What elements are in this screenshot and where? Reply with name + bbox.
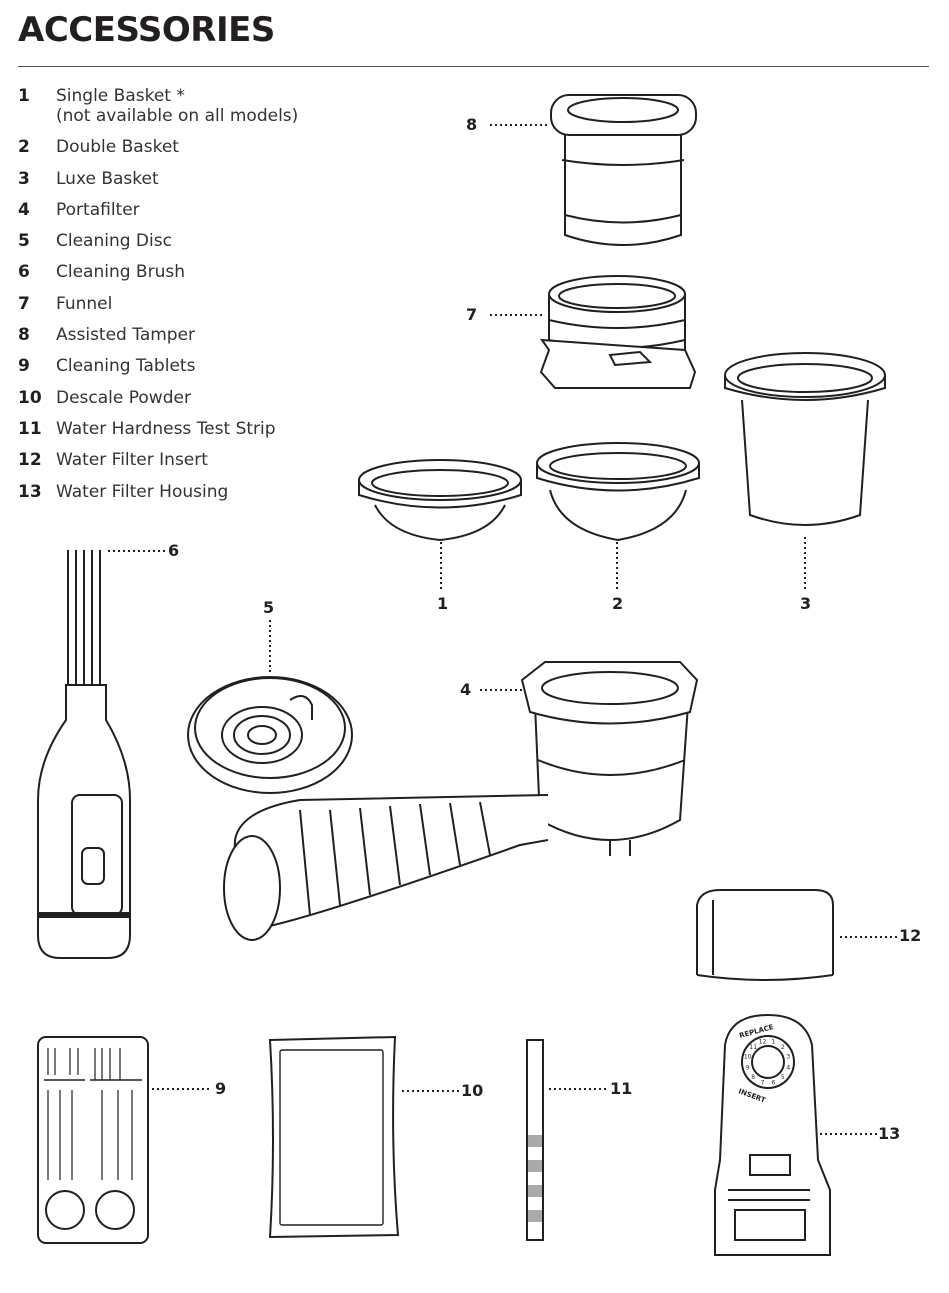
dial-number: 11: [749, 1044, 757, 1051]
item-label: Funnel: [56, 293, 113, 314]
item-label: Water Filter Housing: [56, 481, 229, 502]
list-item: 1 Single Basket *(not available on all mo…: [18, 86, 298, 126]
list-item: 10 Descale Powder: [18, 388, 298, 408]
item-number: 11: [18, 418, 42, 439]
callout-9: 9: [215, 1079, 227, 1098]
item-label: Double Basket: [56, 137, 179, 158]
item-label: Single Basket *: [56, 86, 185, 106]
test-strip-illustration: [527, 1040, 607, 1240]
list-item: 13 Water Filter Housing: [18, 482, 298, 502]
list-item: 8 Assisted Tamper: [18, 325, 298, 345]
item-number: 4: [18, 199, 30, 220]
list-item: 9 Cleaning Tablets: [18, 356, 298, 376]
callout-7: 7: [466, 305, 478, 324]
callout-6: 6: [168, 541, 180, 560]
dial-number: 6: [771, 1079, 775, 1086]
callout-2: 2: [612, 594, 624, 613]
list-item: 5 Cleaning Disc: [18, 231, 298, 251]
list-item: 3 Luxe Basket: [18, 169, 298, 189]
dial-number: 10: [744, 1054, 752, 1061]
callout-12: 12: [899, 926, 922, 945]
luxe-basket-illustration: [725, 353, 885, 590]
callout-5: 5: [263, 598, 275, 617]
callout-1: 1: [437, 594, 449, 613]
page-title: ACCESSORIES: [18, 10, 275, 50]
funnel-illustration: [490, 276, 695, 388]
assisted-tamper-illustration: [490, 95, 696, 245]
cleaning-brush-illustration: [38, 550, 165, 958]
item-number: 6: [18, 262, 30, 283]
dial-number: 3: [786, 1054, 790, 1061]
callout-13: 13: [878, 1124, 901, 1143]
item-number: 2: [18, 137, 30, 158]
list-item: 12 Water Filter Insert: [18, 450, 298, 470]
list-item: 6 Cleaning Brush: [18, 262, 298, 282]
list-item: 2 Double Basket: [18, 137, 298, 157]
dial-number: 2: [781, 1044, 785, 1051]
item-label: Cleaning Brush: [56, 262, 185, 283]
item-number: 8: [18, 325, 30, 346]
item-number: 1: [18, 86, 30, 106]
item-label: Luxe Basket: [56, 168, 159, 189]
list-item: 11 Water Hardness Test Strip: [18, 419, 298, 439]
callout-3: 3: [800, 594, 812, 613]
list-item: 4 Portafilter: [18, 200, 298, 220]
item-number: 9: [18, 356, 30, 377]
item-label: Portafilter: [56, 199, 140, 220]
item-number: 5: [18, 231, 30, 252]
callout-11: 11: [610, 1079, 633, 1098]
item-note: (not available on all models): [56, 106, 299, 126]
dial-number: 1: [771, 1039, 775, 1046]
cleaning-tablets-illustration: [38, 1037, 212, 1243]
item-label: Descale Powder: [56, 387, 191, 408]
single-basket-illustration: [359, 460, 521, 590]
item-number: 13: [18, 481, 42, 502]
callout-8: 8: [466, 115, 478, 134]
item-number: 10: [18, 387, 42, 408]
callout-4: 4: [460, 680, 472, 699]
item-label: Cleaning Disc: [56, 231, 172, 252]
dial-number: 4: [786, 1064, 790, 1071]
cleaning-disc-illustration: [188, 620, 352, 793]
dial-number: 5: [781, 1074, 785, 1081]
callout-10: 10: [461, 1081, 484, 1100]
item-number: 3: [18, 168, 30, 189]
dial-number: 9: [746, 1064, 750, 1071]
item-label: Cleaning Tablets: [56, 356, 196, 377]
descale-powder-illustration: [270, 1037, 460, 1237]
portafilter-illustration: [224, 662, 697, 940]
item-label: Assisted Tamper: [56, 325, 196, 346]
dial-number: 8: [751, 1074, 755, 1081]
water-filter-insert-illustration: [697, 890, 897, 980]
item-number: 12: [18, 450, 42, 471]
title-divider: [18, 66, 929, 67]
double-basket-illustration: [537, 443, 699, 590]
dial-number: 12: [759, 1039, 767, 1046]
item-label: Water Filter Insert: [56, 450, 208, 471]
accessories-list: 1 Single Basket *(not available on all mo…: [18, 86, 298, 513]
dial-number: 7: [761, 1079, 765, 1086]
item-label: Water Hardness Test Strip: [56, 418, 276, 439]
list-item: 7 Funnel: [18, 294, 298, 314]
item-number: 7: [18, 293, 30, 314]
